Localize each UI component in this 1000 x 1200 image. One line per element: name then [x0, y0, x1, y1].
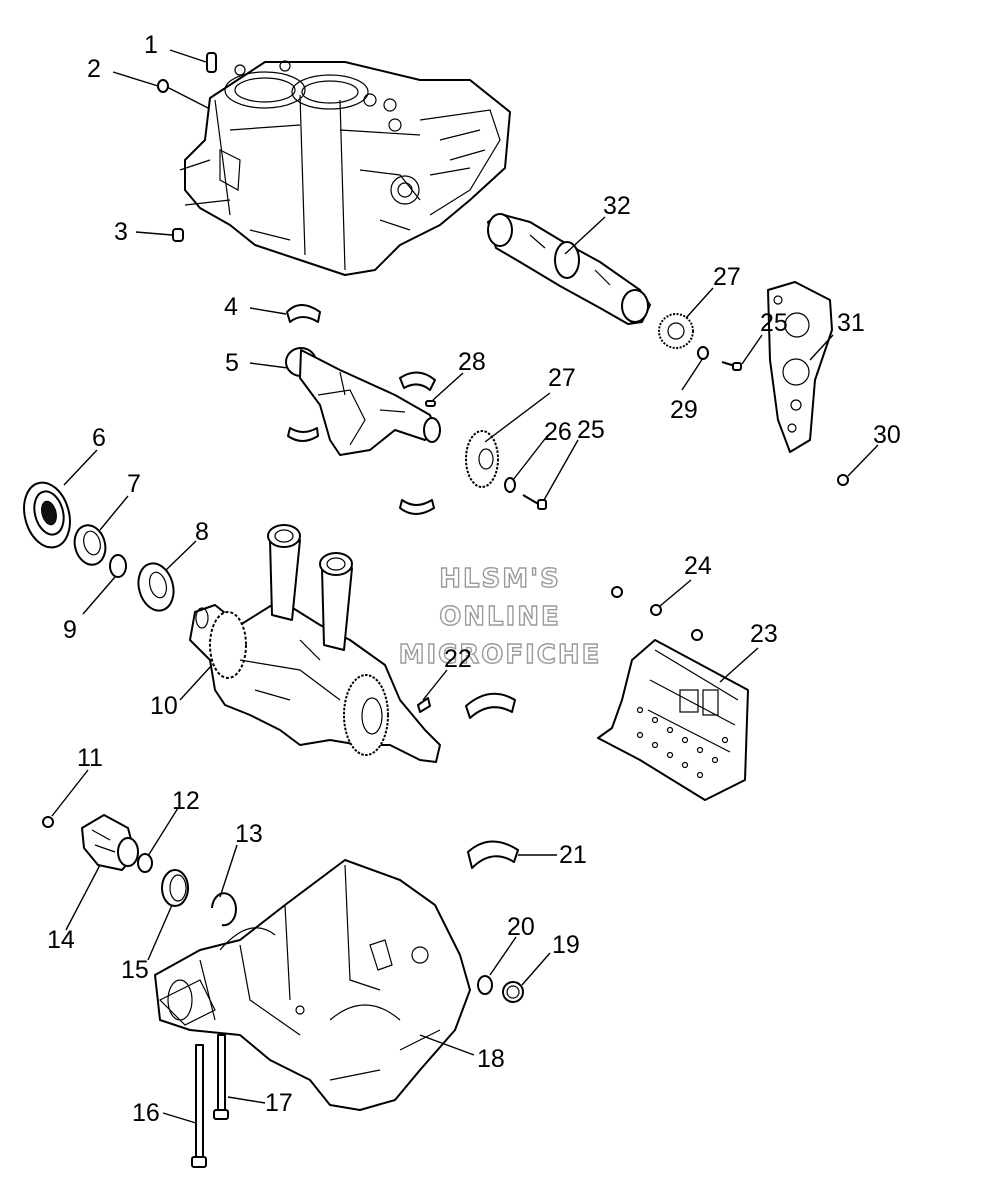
gear-bolt — [721, 361, 742, 371]
watermark-line-3: MICROFICHE — [399, 640, 602, 670]
callout-6: 6 — [92, 424, 106, 452]
callout-32: 32 — [603, 192, 631, 220]
woodruff-key-22 — [417, 697, 431, 713]
plug-19 — [502, 981, 524, 1003]
bearing-shell-21 — [467, 840, 519, 869]
bearing-shell-lower — [287, 427, 319, 442]
callout-30: 30 — [873, 421, 901, 449]
watermark-line-2: ONLINE — [439, 602, 561, 632]
dowel-pin — [206, 52, 217, 73]
bearing-shell-upper — [399, 371, 436, 391]
callout-numbers: 1 2 3 4 5 6 7 8 9 10 11 12 13 14 15 16 1… — [47, 31, 901, 1127]
balance-gear-bolt — [522, 494, 547, 510]
callout-21: 21 — [559, 841, 587, 869]
o-ring-20 — [477, 975, 493, 995]
bearing-shell-bottom — [399, 499, 435, 515]
washer-26 — [504, 477, 516, 493]
callout-5: 5 — [225, 349, 239, 377]
bearing-7 — [73, 524, 107, 566]
callout-29: 29 — [670, 396, 698, 424]
callout-20: 20 — [507, 913, 535, 941]
o-ring-12 — [137, 853, 153, 873]
housing-14 — [81, 814, 139, 871]
callout-25-upper: 25 — [760, 309, 788, 337]
upper-crankcase — [179, 60, 511, 276]
callout-18: 18 — [477, 1045, 505, 1073]
bolt-17 — [213, 1034, 229, 1120]
oil-baffle-23 — [597, 639, 749, 801]
balance-gear — [465, 430, 499, 488]
oil-seal-6 — [23, 481, 71, 549]
callout-17: 17 — [265, 1089, 293, 1117]
cover-plate — [767, 281, 833, 453]
callout-12: 12 — [172, 787, 200, 815]
cam-gear — [658, 313, 694, 349]
callout-19: 19 — [552, 931, 580, 959]
bearing-8 — [137, 562, 175, 612]
watermark: HLSM'S ONLINE MICROFICHE — [398, 563, 602, 670]
watermark-line-1: HLSM'S — [439, 564, 561, 594]
callout-1: 1 — [144, 31, 158, 59]
callout-4: 4 — [224, 293, 238, 321]
circlip-13 — [211, 892, 237, 927]
callout-27-lower: 27 — [548, 364, 576, 392]
nut-11 — [42, 816, 54, 828]
callout-10: 10 — [150, 692, 178, 720]
baffle-bolts — [611, 586, 703, 641]
camshaft — [487, 213, 651, 325]
callout-3: 3 — [114, 218, 128, 246]
callout-27-upper: 27 — [713, 263, 741, 291]
callout-16: 16 — [132, 1099, 160, 1127]
bolt-16 — [191, 1044, 207, 1168]
callout-23: 23 — [750, 620, 778, 648]
callout-28: 28 — [458, 348, 486, 376]
snap-ring-9 — [109, 554, 127, 578]
leader-lines — [51, 49, 879, 1124]
woodruff-key-28 — [425, 400, 436, 407]
plate-screw — [837, 474, 849, 486]
callout-7: 7 — [127, 470, 141, 498]
callout-13: 13 — [235, 820, 263, 848]
main-bearing-shell — [465, 692, 516, 719]
callout-24: 24 — [684, 552, 712, 580]
callout-22: 22 — [444, 645, 472, 673]
callout-14: 14 — [47, 926, 75, 954]
lower-crankcase — [154, 859, 471, 1111]
crankshaft — [189, 524, 441, 763]
o-ring — [157, 79, 169, 93]
balance-shaft — [285, 347, 441, 456]
plug — [172, 228, 184, 242]
callout-31: 31 — [837, 309, 865, 337]
callout-2: 2 — [87, 55, 101, 83]
cap-15 — [161, 869, 189, 907]
washer — [697, 346, 709, 360]
callout-26: 26 — [544, 418, 572, 446]
callout-8: 8 — [195, 518, 209, 546]
callout-25-lower: 25 — [577, 416, 605, 444]
callout-11: 11 — [77, 744, 103, 772]
callout-9: 9 — [63, 616, 77, 644]
bearing-shell-4 — [286, 304, 321, 323]
callout-15: 15 — [121, 956, 149, 984]
